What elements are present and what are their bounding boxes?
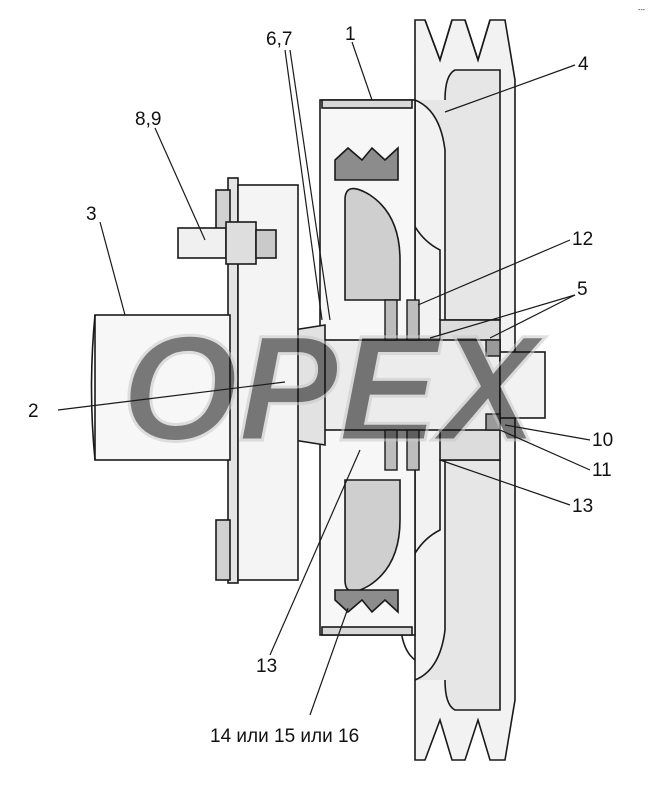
watermark-text: OPEX	[122, 304, 547, 472]
leader-lines	[57, 41, 591, 716]
callout-13-right: 13	[572, 496, 593, 517]
leader-6-7a	[284, 49, 323, 321]
leader-11	[499, 429, 591, 471]
leader-8-9	[154, 127, 206, 241]
callout-1: 1	[345, 24, 356, 45]
leader-13-bottom	[269, 449, 361, 656]
leader-12	[417, 239, 571, 306]
leader-3	[99, 221, 126, 316]
bearings	[384, 299, 420, 471]
callout-2: 2	[28, 401, 39, 422]
leader-5b	[489, 294, 576, 339]
callout-12: 12	[572, 229, 593, 250]
leader-4	[444, 64, 576, 113]
bolt	[177, 221, 277, 265]
callout-10: 10	[592, 430, 613, 451]
callouts: 1 2 3 4 5 6,7 8,9 10 11 12 13 13 14 или …	[28, 24, 613, 747]
leader-1	[351, 41, 373, 101]
retaining-ring	[485, 339, 501, 431]
leader-13-right	[439, 459, 571, 506]
corner-mark: ---	[638, 7, 646, 14]
callout-8-9: 8,9	[135, 109, 161, 130]
callout-5: 5	[577, 279, 588, 300]
leader-2	[57, 381, 286, 411]
belt-section-top	[334, 146, 399, 181]
belt-section-bottom	[334, 589, 399, 614]
callout-6-7: 6,7	[266, 29, 292, 50]
shaft-end	[499, 351, 546, 419]
caption-belt-options: 14 или 15 или 16	[210, 726, 359, 747]
watermark: OPEX	[120, 303, 548, 474]
hub	[90, 314, 231, 461]
leader-6-7b	[289, 49, 331, 321]
callout-11: 11	[592, 460, 612, 481]
leader-5a	[429, 294, 576, 339]
leader-10	[504, 424, 591, 441]
leader-14-16	[309, 607, 349, 716]
callout-13-bottom: 13	[256, 656, 277, 677]
callout-3: 3	[86, 204, 97, 225]
callout-4: 4	[578, 54, 589, 75]
